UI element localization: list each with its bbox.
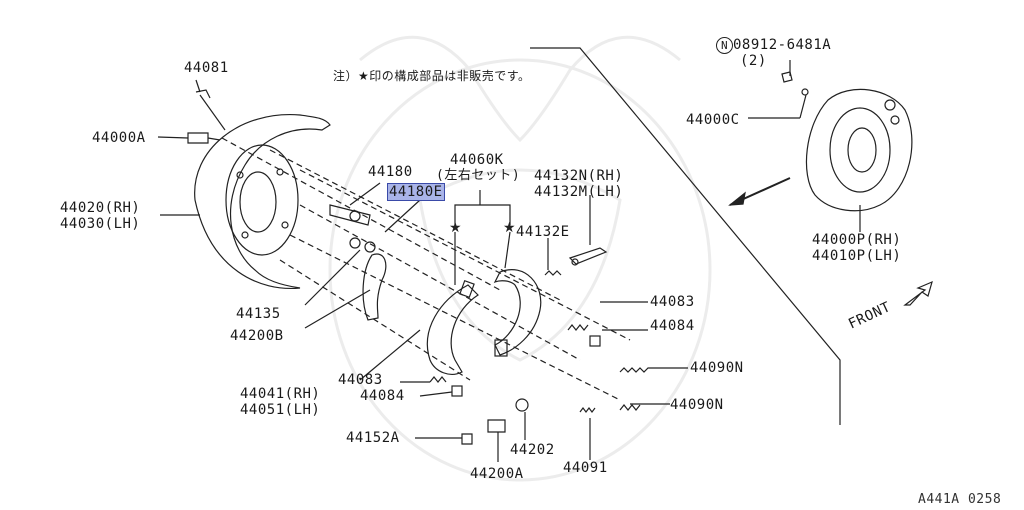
spring-44132E (544, 270, 562, 276)
pin-44152A (461, 433, 473, 445)
label-44200B: 44200B (230, 328, 284, 344)
label-44084-upper: 44084 (650, 318, 695, 334)
label-08912-qty: (2) (740, 53, 767, 69)
pin-44202 (515, 398, 529, 412)
label-44020: 44020(RH) (60, 200, 141, 216)
cup-44084-lower (451, 385, 463, 397)
label-44000A: 44000A (92, 130, 146, 146)
n-circle-icon: N (716, 37, 733, 54)
label-44000C: 44000C (686, 112, 740, 128)
svg-text:★: ★ (449, 220, 462, 236)
label-44000P: 44000P(RH) (812, 232, 902, 248)
lever-44200B (362, 253, 387, 321)
label-44091: 44091 (563, 460, 608, 476)
backing-plate-left (194, 114, 331, 290)
label-44041: 44041(RH) (240, 386, 321, 402)
strut-44200A (487, 419, 506, 433)
bolt-44000A (187, 132, 209, 144)
label-44010P: 44010P(LH) (812, 248, 902, 264)
cup-44084-upper (589, 335, 601, 347)
adjuster-44132N (568, 247, 608, 266)
adjuster-44180 (329, 204, 376, 253)
label-44152A: 44152A (346, 430, 400, 446)
spring-44091 (579, 407, 596, 413)
label-44083-upper: 44083 (650, 294, 695, 310)
brake-shoe-front (426, 279, 479, 375)
nut-08912 (781, 71, 793, 83)
front-arrow (903, 280, 933, 306)
label-44180: 44180 (368, 164, 413, 180)
label-44180E-highlighted[interactable]: 44180E (387, 183, 445, 201)
figure-code: A441A 0258 (918, 492, 1002, 507)
spring-44090N-lower (619, 404, 641, 411)
watermark-emblem (328, 35, 712, 482)
diagram-note: 注）★印の構成部品は非販売です。 (333, 69, 531, 83)
label-44132N: 44132N(RH) (534, 168, 624, 184)
label-44030: 44030(LH) (60, 216, 141, 232)
label-44081: 44081 (184, 60, 229, 76)
label-44060K-set: (左右セット) (436, 168, 521, 183)
label-44135: 44135 (236, 306, 281, 322)
label-44202: 44202 (510, 442, 555, 458)
brake-shoe-rear (493, 269, 542, 357)
label-44051: 44051(LH) (240, 402, 321, 418)
spring-44083-upper (567, 324, 589, 331)
backing-plate-right (805, 88, 913, 212)
bolt-44081 (199, 94, 226, 131)
label-44132M: 44132M(LH) (534, 184, 624, 200)
label-44090N-upper: 44090N (690, 360, 744, 376)
spring-44090N-upper (619, 367, 655, 373)
label-44083-lower: 44083 (338, 372, 383, 388)
label-44060K: 44060K (450, 152, 504, 168)
spring-44083-lower (429, 376, 447, 383)
label-44200A: 44200A (470, 466, 524, 482)
label-44090N-lower: 44090N (670, 397, 724, 413)
label-44132E: 44132E (516, 224, 570, 240)
label-44084-lower: 44084 (360, 388, 405, 404)
svg-text:★: ★ (503, 220, 516, 236)
